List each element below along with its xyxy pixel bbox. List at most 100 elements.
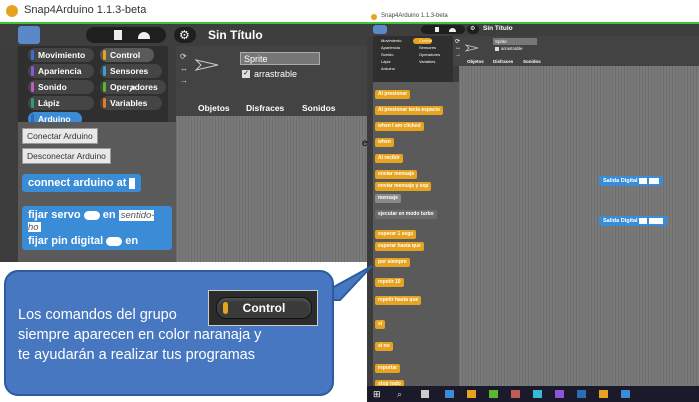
category-apariencia[interactable]: Apariencia <box>28 64 94 78</box>
search-icon[interactable]: ⌕ <box>397 389 403 399</box>
category-variables[interactable]: Variables <box>100 96 162 110</box>
file-icon[interactable] <box>114 30 122 40</box>
category-control[interactable]: Control <box>100 48 154 62</box>
rotation-icon[interactable]: ⟳ <box>180 52 187 61</box>
category-color-bar <box>103 98 106 108</box>
category-control[interactable]: Control <box>413 38 432 44</box>
draggable-checkbox[interactable]: ✓ <box>242 70 250 78</box>
pin-slot[interactable] <box>639 177 648 184</box>
control-block[interactable]: si <box>375 320 386 329</box>
sprite-name-input[interactable]: Sprite <box>493 38 537 45</box>
settings-button[interactable]: ⚙ <box>467 25 479 34</box>
draggable-label: arrastrable <box>254 69 298 79</box>
category-arduino[interactable]: Arduino <box>381 66 395 71</box>
settings-button[interactable]: ⚙ <box>174 27 196 43</box>
app-icon[interactable] <box>577 390 586 398</box>
app-icon[interactable] <box>555 390 564 398</box>
cloud-icon[interactable] <box>138 32 150 39</box>
app-icon[interactable] <box>599 390 608 398</box>
no-rotation-icon[interactable]: → <box>455 52 461 58</box>
no-rotation-icon[interactable]: → <box>180 76 188 85</box>
sprite-corral: ⟳ ↔ → Sprite arrastrable Objetos Disfrac… <box>453 36 699 66</box>
set-digital-pin-block[interactable]: fijar pin digital en <box>22 232 172 250</box>
control-block[interactable]: when <box>375 138 394 147</box>
control-block[interactable]: Al presionar tecla espacio <box>375 106 443 115</box>
control-block[interactable]: Al recibir <box>375 154 403 163</box>
value-slot[interactable] <box>648 217 663 224</box>
app-icon[interactable] <box>445 390 454 398</box>
sprite-name-input[interactable]: Sprite <box>240 52 320 65</box>
app-icon[interactable] <box>533 390 542 398</box>
rotation-icon[interactable]: ⟳ <box>455 39 461 45</box>
scripting-area[interactable] <box>176 116 368 262</box>
category-apariencia[interactable]: Apariencia <box>381 45 400 50</box>
tab-disfraces[interactable]: Disfraces <box>246 103 285 113</box>
tab-objetos[interactable]: Objetos <box>467 59 484 64</box>
control-block[interactable]: enviar mensaje <box>375 170 418 179</box>
control-block[interactable]: esperar hasta que <box>375 242 424 251</box>
toolbar-buttons <box>421 25 465 34</box>
category-sensores[interactable]: Sensores <box>419 45 436 50</box>
control-block[interactable]: enviar mensaje y esp <box>375 182 432 191</box>
control-block[interactable]: mensaje <box>375 194 402 203</box>
set-servo-block[interactable]: fijar servo en sentido-ho <box>22 206 172 236</box>
snap-logo-icon[interactable] <box>18 26 40 44</box>
value-slot[interactable] <box>648 177 659 184</box>
category-lapiz[interactable]: Lápiz <box>28 96 94 110</box>
pin-slot[interactable] <box>639 217 648 224</box>
rotation-lr-icon[interactable]: ↔ <box>455 45 461 51</box>
tab-disfraces[interactable]: Disfraces <box>493 59 514 64</box>
category-operadores[interactable]: Operadores <box>419 52 441 57</box>
callout-line: siempre aparecen en color naranaja y <box>18 327 262 343</box>
control-block[interactable]: stop todo <box>375 380 404 389</box>
control-block[interactable]: si no <box>375 342 393 351</box>
disconnect-arduino-button[interactable]: Desconectar Arduino <box>22 148 111 164</box>
category-movimiento[interactable]: Movimiento <box>381 38 402 43</box>
control-block[interactable]: ejecutar en modo turbo <box>375 210 437 219</box>
control-block[interactable]: esperar 1 segs <box>375 230 417 239</box>
digital-output-block[interactable]: Salida Digital <box>599 176 663 186</box>
tab-sonidos[interactable]: Sonidos <box>302 103 336 113</box>
scripting-area[interactable]: Salida Digital Salida Digital <box>459 66 699 392</box>
connect-arduino-button[interactable]: Conectar Arduino <box>22 128 98 144</box>
windows-start-icon[interactable]: ⊞ <box>373 389 381 399</box>
file-icon[interactable] <box>435 27 439 32</box>
draggable-checkbox[interactable] <box>495 47 499 51</box>
category-lapiz[interactable]: Lápiz <box>381 59 391 64</box>
app-icon[interactable] <box>511 390 520 398</box>
category-movimiento[interactable]: Movimiento <box>28 48 94 62</box>
control-block[interactable]: reportar <box>375 364 401 373</box>
app-logo-icon <box>371 14 377 20</box>
app-icon[interactable] <box>467 390 476 398</box>
pin-dropdown[interactable] <box>106 236 123 246</box>
snap-logo-icon[interactable] <box>373 25 387 34</box>
app-logo-icon <box>6 5 18 17</box>
gear-icon: ⚙ <box>470 26 476 32</box>
tab-objetos[interactable]: Objetos <box>198 103 230 113</box>
category-label: Variables <box>110 98 148 108</box>
digital-output-block[interactable]: Salida Digital <box>599 216 667 226</box>
control-block[interactable]: when I am clicked <box>375 122 424 131</box>
category-sonido[interactable]: Sonido <box>28 80 94 94</box>
tab-sonidos[interactable]: Sonidos <box>523 59 541 64</box>
category-label: Sensores <box>110 66 149 76</box>
category-color-bar <box>31 66 34 76</box>
category-variables[interactable]: Variables <box>419 59 436 64</box>
app-icon[interactable] <box>489 390 498 398</box>
category-label: Operadores <box>110 82 158 92</box>
taskview-icon[interactable] <box>421 390 429 398</box>
category-operadores[interactable]: Operadores <box>100 80 166 94</box>
control-block[interactable]: Al presionar <box>375 90 411 99</box>
rotation-lr-icon[interactable]: ↔ <box>180 64 188 73</box>
connect-arduino-block[interactable]: connect arduino at <box>22 174 142 192</box>
category-sensores[interactable]: Sensores <box>100 64 162 78</box>
app-icon[interactable] <box>621 390 630 398</box>
callout-line: te ayudarán a realizar tus programas <box>18 347 255 363</box>
pin-dropdown[interactable] <box>83 210 100 220</box>
control-block[interactable]: por siempre <box>375 258 410 267</box>
control-block[interactable]: repetir 10 <box>375 278 404 287</box>
control-block[interactable]: repetir hasta que <box>375 296 422 305</box>
category-sonido[interactable]: Sonido <box>381 52 394 57</box>
cloud-icon[interactable] <box>449 28 456 32</box>
port-slot[interactable] <box>129 177 136 189</box>
